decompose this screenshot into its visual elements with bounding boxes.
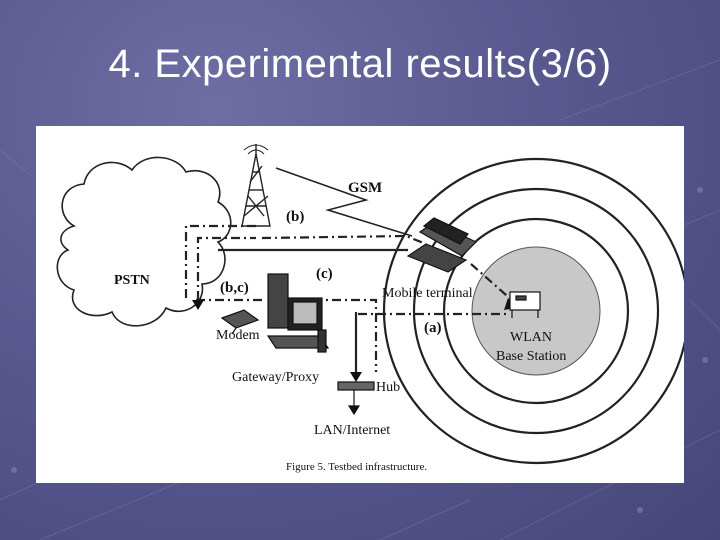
- path-c-label: (c): [316, 266, 333, 282]
- wlan-coverage-rings: [382, 157, 684, 465]
- path-a-label: (a): [424, 320, 442, 336]
- testbed-diagram: PSTN GSM (b): [56, 144, 684, 473]
- hub-label: Hub: [376, 380, 400, 395]
- gsm-radio-link: [275, 167, 413, 237]
- base-station-label: Base Station: [496, 349, 566, 364]
- access-point-icon: [509, 291, 541, 318]
- path-bc-label: (b,c): [220, 280, 249, 296]
- hub-icon: [337, 381, 375, 416]
- pstn-label: PSTN: [114, 273, 150, 288]
- desktop-computer-icon: [266, 273, 330, 353]
- slide-title: 4. Experimental results(3/6): [108, 42, 612, 86]
- mobile-terminal-label: Mobile terminal: [382, 286, 473, 301]
- path-b-label: (b): [286, 209, 304, 225]
- wlan-cell-disk: [471, 246, 601, 376]
- testbed-figure: PSTN GSM (b): [36, 126, 684, 483]
- modem-icon: [220, 309, 260, 335]
- gsm-label: GSM: [348, 180, 382, 196]
- lan-internet-label: LAN/Internet: [314, 423, 390, 438]
- solid-links: [218, 248, 408, 374]
- laptop-icon: [406, 217, 478, 273]
- cell-tower-icon: [241, 144, 271, 227]
- modem-label: Modem: [216, 328, 260, 343]
- figure-caption: Figure 5. Testbed infrastructure.: [286, 461, 427, 473]
- cloud-icon: [56, 156, 232, 327]
- wlan-label: WLAN: [510, 330, 552, 345]
- gateway-proxy-label: Gateway/Proxy: [232, 370, 319, 385]
